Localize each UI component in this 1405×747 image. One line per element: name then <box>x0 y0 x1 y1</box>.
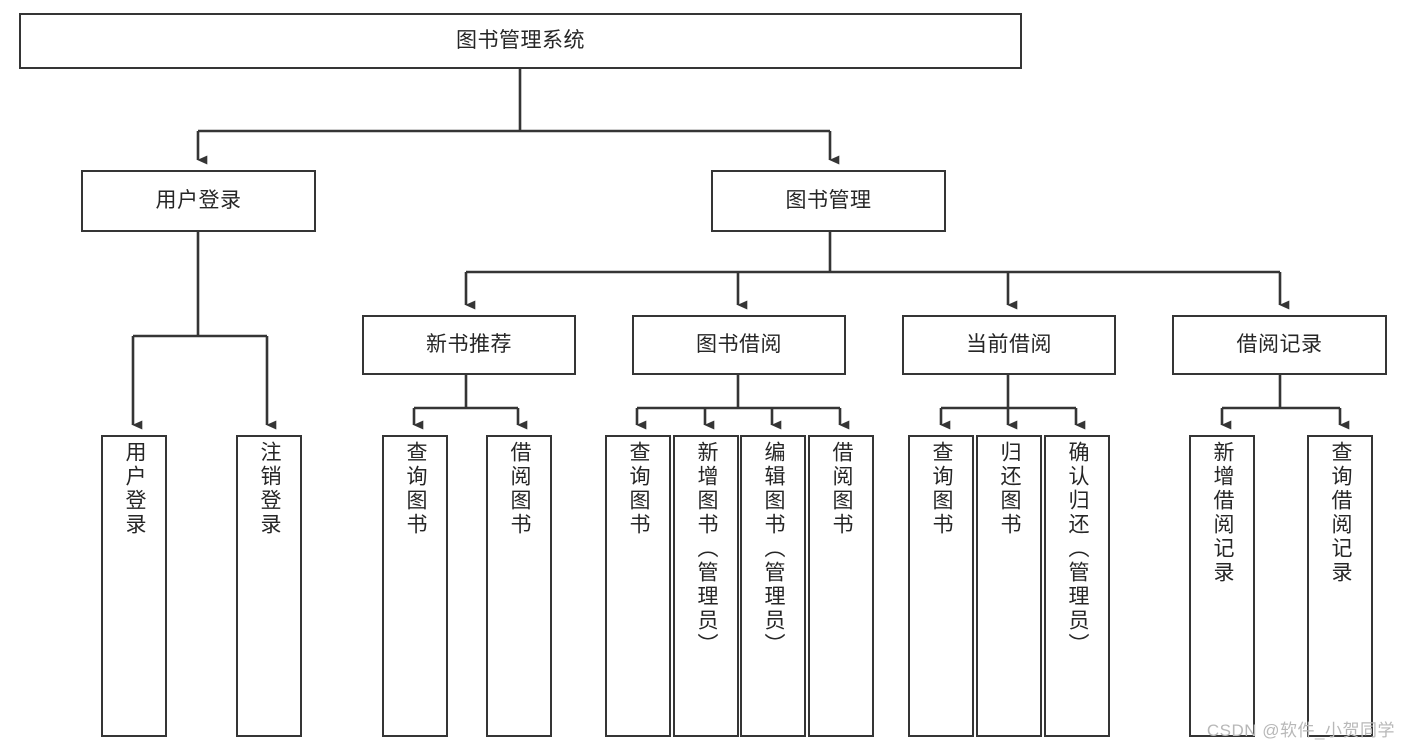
node-label: 图书管理 <box>785 189 872 213</box>
node-new-book-recommend[interactable]: 新书推荐 <box>362 315 576 375</box>
node-label: 新书推荐 <box>426 333 512 357</box>
node-book-management[interactable]: 图书管理 <box>711 170 946 232</box>
node-label: 借阅图书 <box>830 441 854 537</box>
node-user-login[interactable]: 用户登录 <box>81 170 316 232</box>
node-root-system[interactable]: 图书管理系统 <box>19 13 1022 69</box>
node-label: 新增借阅记录 <box>1211 441 1235 585</box>
node-label: 新增图书（管理员） <box>695 441 719 657</box>
node-label: 注销登录 <box>258 441 282 537</box>
leaf-current-return-book[interactable]: 归还图书 <box>976 435 1042 737</box>
node-label: 用户登录 <box>155 189 242 213</box>
leaf-current-query-book[interactable]: 查询图书 <box>908 435 974 737</box>
node-label: 查询图书 <box>627 441 651 537</box>
node-label: 当前借阅 <box>966 333 1052 357</box>
node-label: 归还图书 <box>998 441 1022 537</box>
node-current-borrow[interactable]: 当前借阅 <box>902 315 1116 375</box>
node-book-borrow[interactable]: 图书借阅 <box>632 315 846 375</box>
leaf-borrow-query-book[interactable]: 查询图书 <box>605 435 671 737</box>
leaf-recommend-borrow-book[interactable]: 借阅图书 <box>486 435 552 737</box>
leaf-borrow-add-book[interactable]: 新增图书（管理员） <box>673 435 739 737</box>
leaf-recommend-query-book[interactable]: 查询图书 <box>382 435 448 737</box>
node-label: 查询图书 <box>404 441 428 537</box>
csdn-watermark: CSDN @软件_小贺同学 <box>1206 721 1395 740</box>
node-label: 图书管理系统 <box>456 29 585 53</box>
node-label: 借阅记录 <box>1236 333 1323 357</box>
node-label: 用户登录 <box>123 441 147 537</box>
node-label: 查询借阅记录 <box>1329 441 1353 585</box>
leaf-current-confirm-return[interactable]: 确认归还（管理员） <box>1044 435 1110 737</box>
leaf-record-query-record[interactable]: 查询借阅记录 <box>1307 435 1373 737</box>
node-label: 查询图书 <box>930 441 954 537</box>
leaf-user-login-login[interactable]: 用户登录 <box>101 435 167 737</box>
node-label: 图书借阅 <box>696 333 782 357</box>
leaf-borrow-edit-book[interactable]: 编辑图书（管理员） <box>740 435 806 737</box>
leaf-user-login-logout[interactable]: 注销登录 <box>236 435 302 737</box>
node-label: 确认归还（管理员） <box>1066 441 1090 657</box>
leaf-record-add-record[interactable]: 新增借阅记录 <box>1189 435 1255 737</box>
node-label: 编辑图书（管理员） <box>762 441 786 657</box>
node-borrow-record[interactable]: 借阅记录 <box>1172 315 1387 375</box>
leaf-borrow-borrow-book[interactable]: 借阅图书 <box>808 435 874 737</box>
node-label: 借阅图书 <box>508 441 532 537</box>
